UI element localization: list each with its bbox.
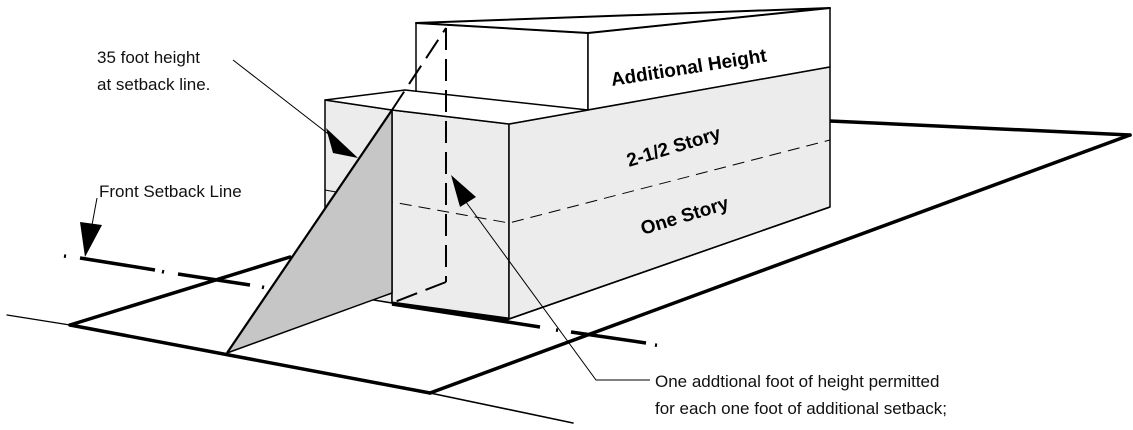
arrowhead-icon xyxy=(80,222,102,257)
setback-note-line2: for each one foot of additional setback; xyxy=(655,399,947,418)
height-note-line2: at setback line. xyxy=(97,75,210,94)
front-setback-label: Front Setback Line xyxy=(99,182,242,201)
front-setback-leader xyxy=(80,197,102,257)
plane-edge xyxy=(226,109,393,354)
arrowhead-icon xyxy=(451,175,476,207)
height-note-line1: 35 foot height xyxy=(97,48,200,67)
extended-plane-dashed xyxy=(391,27,447,304)
lot-lines xyxy=(6,119,1132,424)
setback-note-line1: One addtional foot of height permitted xyxy=(655,372,939,391)
setback-note-leader xyxy=(451,175,650,381)
height-note-leader xyxy=(232,59,358,158)
arrowhead-icon xyxy=(326,128,358,158)
